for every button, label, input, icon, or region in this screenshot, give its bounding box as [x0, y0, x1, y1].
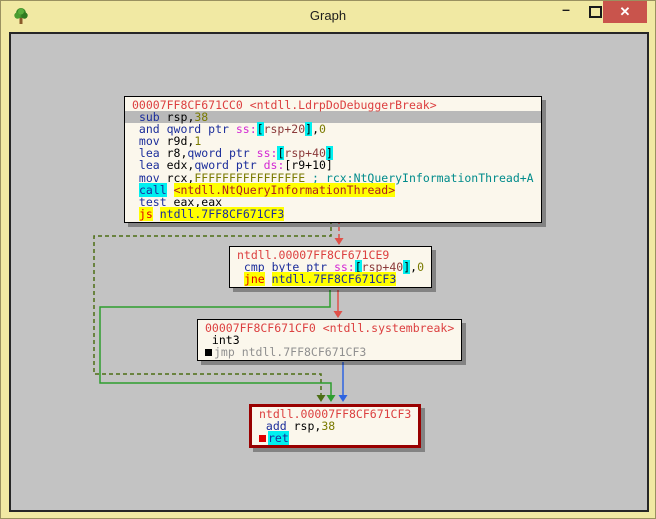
block-header[interactable]: ntdll.00007FF8CF671CE9	[237, 248, 390, 262]
edge-b2-to-b4	[99, 290, 332, 395]
close-button[interactable]: ✕	[603, 1, 647, 23]
asm-line[interactable]: lea r8,qword ptr ss:[rsp+40]	[132, 146, 333, 161]
asm-line[interactable]: int3	[205, 333, 240, 348]
close-icon: ✕	[619, 4, 631, 19]
edge-arrowhead-icon	[316, 395, 326, 402]
asm-line[interactable]: jne ntdll.7FF8CF671CF3	[243, 272, 397, 287]
maximize-button[interactable]	[581, 1, 609, 23]
asm-line[interactable]: lea edx,qword ptr ds:[r9+10]	[132, 158, 333, 173]
asm-line[interactable]: add rsp,38	[259, 419, 336, 434]
graph-canvas[interactable]: 00007FF8CF671CC0 <ntdll.LdrpDoDebuggerBr…	[9, 32, 649, 512]
edge-arrowhead-icon	[326, 395, 336, 402]
asm-line[interactable]: js ntdll.7FF8CF671CF3	[138, 206, 285, 221]
asm-line[interactable]: sub rsp,38	[125, 111, 541, 124]
asm-line[interactable]: test eax,eax	[132, 194, 223, 209]
edge-arrowhead-icon	[334, 238, 344, 245]
breakpoint-icon[interactable]	[259, 435, 266, 443]
basic-block-systembreak[interactable]: 00007FF8CF671CF0 <ntdll.systembreak> int…	[197, 319, 463, 362]
asm-line[interactable]: and qword ptr ss:[rsp+20],0	[132, 122, 326, 137]
basic-block-LdrpDoDebuggerBreak[interactable]: 00007FF8CF671CC0 <ntdll.LdrpDoDebuggerBr…	[124, 96, 542, 223]
block-header[interactable]: 00007FF8CF671CF0 <ntdll.systembreak>	[205, 321, 455, 335]
basic-block-CE9[interactable]: ntdll.00007FF8CF671CE9 cmp byte ptr ss:[…	[229, 246, 433, 289]
minimize-button[interactable]: –	[551, 1, 581, 23]
minimize-icon: –	[562, 1, 570, 17]
titlebar[interactable]: Graph – ✕	[1, 1, 655, 32]
edge-arrowhead-icon	[338, 395, 348, 402]
asm-line[interactable]: jmp ntdll.7FF8CF671CF3	[198, 346, 461, 358]
asm-line[interactable]: call <ntdll.NtQueryInformationThread>	[138, 182, 396, 197]
tree-icon[interactable]	[11, 6, 31, 26]
asm-line[interactable]: cmp byte ptr ss:[rsp+40],0	[237, 260, 425, 275]
block-header[interactable]: 00007FF8CF671CC0 <ntdll.LdrpDoDebuggerBr…	[132, 98, 437, 112]
jump-marker-icon[interactable]	[205, 349, 212, 357]
edge-b1-to-b4	[93, 220, 332, 395]
window-title: Graph	[309, 8, 347, 23]
control-flow-edges	[93, 220, 348, 402]
asm-line[interactable]: mov rcx,FFFFFFFFFFFFFFFE ; rcx:NtQueryIn…	[132, 170, 534, 185]
edge-arrowhead-icon	[333, 311, 343, 318]
asm-line[interactable]: ret	[252, 431, 418, 446]
block-header[interactable]: ntdll.00007FF8CF671CF3	[259, 407, 412, 421]
asm-line[interactable]: mov r9d,1	[132, 134, 202, 149]
maximize-icon	[588, 6, 602, 18]
